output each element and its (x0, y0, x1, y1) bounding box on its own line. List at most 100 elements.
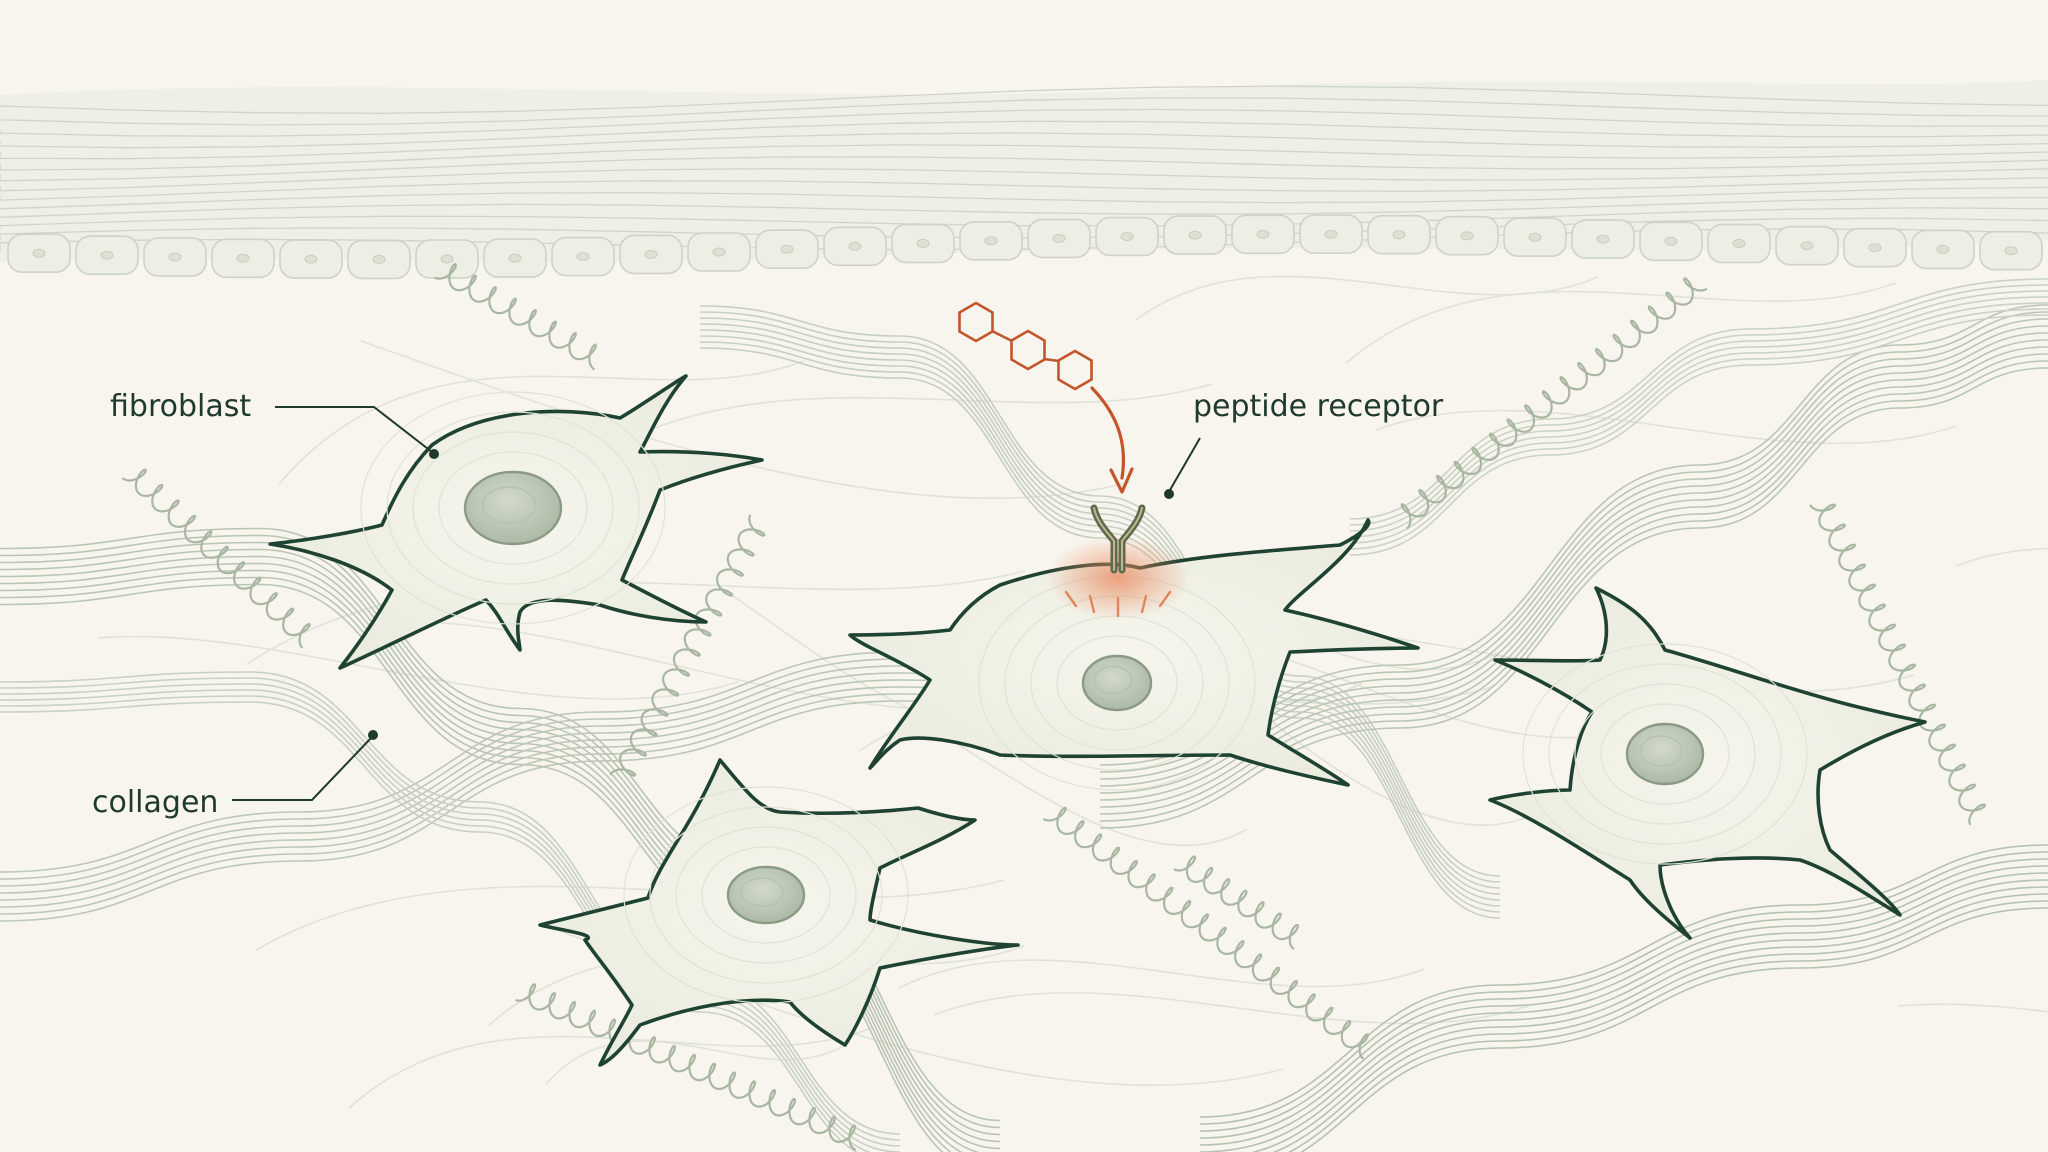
epidermis-line (0, 196, 2048, 218)
peptide-ring (1010, 329, 1046, 371)
cytoplasm-texture (386, 411, 640, 605)
epidermis-layer (0, 80, 2048, 280)
collagen-strand (699, 341, 1501, 913)
epidermis-cell-nucleus (576, 252, 590, 261)
epidermis-cell-nucleus (1528, 232, 1542, 242)
epidermis-line (0, 85, 2048, 114)
collagen-strand (1272, 893, 2048, 1152)
epidermis-cell-nucleus (32, 248, 46, 258)
collagen-strand (1349, 302, 2048, 544)
epidermis-line (0, 177, 2048, 201)
collagen-strand (0, 677, 901, 1141)
background-fibril (1897, 1003, 2048, 1013)
receptor-leader (1169, 437, 1201, 491)
fibroblast-cell-4 (1488, 586, 1927, 940)
epidermis-line (0, 144, 2048, 171)
collagen-leader (232, 736, 373, 801)
epidermis-cell-nucleus (644, 249, 658, 259)
collagen-strand (1349, 278, 2048, 520)
nucleus-texture (740, 877, 784, 907)
collagen-strand (0, 689, 901, 1152)
collagen-strand (699, 311, 1501, 883)
collagen-strand (0, 671, 901, 1135)
background-fibril (1375, 409, 1957, 445)
collagen-strand (699, 329, 1501, 901)
fibroblast-cell-3 (538, 758, 1020, 1067)
collagen-strand (1099, 346, 2048, 808)
collagen-strand (699, 335, 1501, 907)
epidermis-cell-nucleus (916, 238, 930, 248)
epidermis-cell-nucleus (168, 252, 182, 262)
collagen-bundle (1349, 278, 2048, 556)
background-fibril (1955, 547, 2048, 567)
cytoplasm-texture (1548, 663, 1782, 845)
epidermis-cell-nucleus (1120, 232, 1134, 241)
epidermis-line (0, 108, 2048, 137)
collagen-strand (1349, 308, 2048, 550)
collagen-strand (699, 323, 1501, 895)
collagen-strand (1287, 900, 2048, 1152)
cytoplasm-texture (649, 806, 883, 984)
epidermis-cell-nucleus (1052, 233, 1066, 243)
collagen-strand (1099, 304, 2048, 766)
cell-nucleus (726, 865, 806, 925)
epidermis-cell-nucleus (848, 241, 862, 251)
receptor-leader-dot (1164, 489, 1174, 499)
epidermis-cell-nucleus (1392, 230, 1406, 240)
epidermis-cell-nucleus (1800, 241, 1814, 251)
collagen-bundle (1199, 844, 2048, 1152)
epidermis-cell-nucleus (1596, 234, 1610, 244)
peptide-bond (1043, 357, 1060, 363)
collagen-helix (1809, 503, 1986, 826)
background-fibril (1345, 282, 1897, 364)
epidermis-cell-nucleus (1868, 243, 1882, 253)
epidermis-line (0, 207, 2048, 229)
nucleus-texture (1093, 665, 1133, 695)
collagen-strand (1199, 851, 2048, 1125)
collagen-strand (0, 701, 858, 1152)
nucleus-texture (1639, 735, 1683, 767)
fibroblast-cell-1 (268, 374, 764, 670)
collagen-strand (1199, 844, 2048, 1118)
epidermis-line (0, 120, 2048, 149)
epidermis-line (0, 97, 2048, 126)
cytoplasm-texture (675, 826, 857, 964)
peptide-ring (958, 301, 994, 343)
epidermis-cell-nucleus (100, 250, 114, 260)
collagen-label: collagen (92, 785, 218, 820)
epidermis-line (0, 168, 2048, 192)
signal-ray (1064, 590, 1078, 608)
cytoplasm-texture (701, 846, 831, 944)
peptide-receptor-label: peptide receptor (1193, 389, 1444, 424)
cell-nucleus (463, 470, 563, 546)
collagen-leader-dot (368, 730, 378, 740)
cytoplasm-texture (1574, 683, 1756, 825)
epidermis-cell-nucleus (984, 236, 998, 246)
cell-nucleus (1081, 654, 1153, 712)
collagen-strand (1099, 325, 2048, 787)
collagen-helix (609, 514, 766, 777)
epidermis-cell-nucleus (1256, 229, 1270, 239)
peptide-arrowhead (1109, 467, 1134, 494)
peptide-bond (991, 329, 1013, 343)
peptide-receptor (1046, 504, 1190, 620)
collagen-strand (1199, 879, 2048, 1152)
signal-ray (1088, 594, 1096, 614)
signal-ray (1158, 590, 1172, 608)
collagen-strand (1099, 339, 2048, 801)
epidermis-cell-nucleus (1460, 231, 1474, 241)
cytoplasm-texture (623, 786, 909, 1004)
collagen-helix (515, 983, 857, 1152)
receptor-glow (1046, 536, 1190, 620)
collagen-strand (0, 695, 871, 1152)
epidermis-line (0, 156, 2048, 182)
collagen-strand (1349, 314, 2048, 556)
fibroblast-leader-dot (429, 449, 439, 459)
background-fibril (278, 360, 805, 485)
epidermis-cell-nucleus (712, 247, 726, 257)
cytoplasm-texture (360, 391, 666, 625)
collagen-strand (1349, 284, 2048, 526)
nucleus-texture (481, 486, 537, 524)
cytoplasm-texture (412, 431, 614, 585)
